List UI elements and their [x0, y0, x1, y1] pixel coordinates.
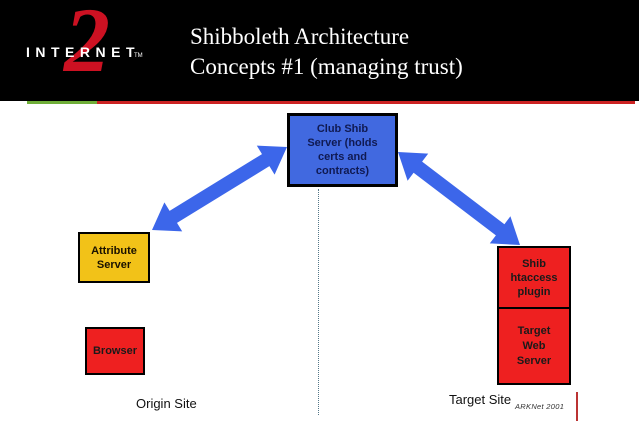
slide-title: Shibboleth Architecture Concepts #1 (man…: [190, 22, 463, 82]
site-divider-dotted-line: [318, 189, 319, 415]
header-underline-red: [97, 101, 635, 104]
arrow-club-to-shib-plugin: [398, 152, 520, 245]
internet2-wordmark: INTERNET: [26, 44, 140, 60]
header-underline-green: [27, 101, 97, 104]
shib-htaccess-plugin-label: Shib htaccess plugin: [510, 257, 558, 298]
browser-label: Browser: [92, 345, 138, 357]
club-shib-server-label: Club Shib Server (holds certs and contra…: [307, 123, 378, 177]
origin-site-label: Origin Site: [136, 396, 197, 411]
attribute-server-box: Attribute Server: [78, 232, 150, 283]
target-site-label: Target Site: [449, 392, 512, 407]
internet2-numeral-icon: 2: [64, 0, 110, 91]
target-web-server-box: Target Web Server: [497, 307, 571, 385]
browser-box: Browser: [85, 327, 145, 375]
attribute-server-label: Attribute Server: [91, 244, 137, 271]
shib-htaccess-plugin-box: Shib htaccess plugin: [497, 246, 571, 309]
slide-title-line1: Shibboleth Architecture: [190, 24, 410, 49]
slide-title-line2: Concepts #1 (managing trust): [190, 54, 463, 79]
target-web-server-label: Target Web Server: [516, 324, 552, 367]
internet2-logo: 2 INTERNET TM: [18, 0, 168, 101]
trademark-symbol: TM: [134, 53, 143, 59]
slide-header: 2 INTERNET TM Shibboleth Architecture Co…: [0, 0, 639, 101]
arrow-club-to-attribute-server: [152, 145, 287, 232]
club-shib-server-box: Club Shib Server (holds certs and contra…: [287, 113, 398, 187]
corner-tick-line: [576, 392, 578, 421]
slide-caption: ARKNet 2001: [515, 402, 565, 411]
